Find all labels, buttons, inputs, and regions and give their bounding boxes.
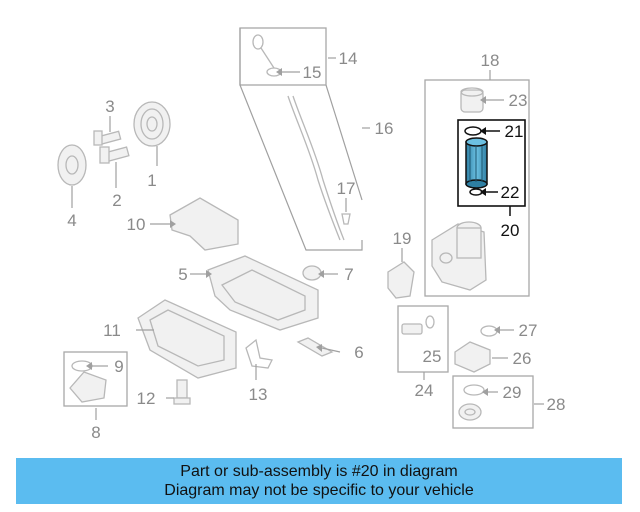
oil-filter-housing (431, 221, 487, 291)
group-box-24 (397, 305, 449, 373)
callout-23: 23 (509, 91, 528, 110)
dipstick-tube (287, 95, 341, 241)
callout-22[interactable]: 22 (501, 183, 520, 202)
callout-6: 6 (354, 343, 363, 362)
callout-9: 9 (114, 357, 123, 376)
callout-10: 10 (127, 215, 146, 234)
callout-14: 14 (339, 49, 358, 68)
callout-24: 24 (415, 381, 434, 400)
lower-oil-pan (137, 299, 237, 379)
callout-5: 5 (178, 265, 187, 284)
group-box-8 (63, 351, 128, 407)
callout-18: 18 (481, 51, 500, 70)
crankshaft-pulley (133, 101, 171, 147)
filter-housing-cap (460, 87, 484, 113)
gasket-27 (480, 325, 498, 337)
oil-filter-element[interactable] (465, 137, 488, 189)
callout-8: 8 (91, 423, 100, 442)
damper-pulley (57, 144, 87, 186)
callout-28: 28 (547, 395, 566, 414)
callout-25: 25 (423, 347, 442, 366)
upper-oil-pan (207, 255, 319, 331)
callout-2: 2 (112, 191, 121, 210)
oil-cooler (454, 341, 491, 373)
callout-12: 12 (137, 389, 156, 408)
callout-15: 15 (303, 63, 322, 82)
callout-4: 4 (67, 211, 76, 230)
seal-29 (463, 384, 485, 396)
cover-8 (69, 371, 107, 403)
callout-1: 1 (147, 171, 156, 190)
bolt-12 (173, 379, 191, 405)
callout-26: 26 (513, 349, 532, 368)
group-box-18 (424, 79, 530, 297)
group-box-20[interactable] (457, 119, 526, 207)
bolt-3 (93, 130, 122, 146)
callout-7: 7 (344, 265, 353, 284)
bracket-13 (245, 338, 273, 369)
banner-line-2: Diagram may not be specific to your vehi… (164, 482, 474, 499)
gasket-strip (296, 337, 334, 357)
callout-27: 27 (519, 321, 538, 340)
sensor-25 (401, 315, 435, 335)
clip-17 (341, 213, 351, 225)
parts-diagram: 1 2 3 4 5 6 7 8 9 10 11 12 13 14 15 16 1… (57, 27, 566, 442)
callout-16: 16 (375, 119, 394, 138)
o-ring-21[interactable] (464, 126, 482, 136)
cover-19 (387, 261, 415, 299)
oil-pan-baffle (169, 197, 239, 251)
callout-3: 3 (105, 97, 114, 116)
dipstick-tube-outline (239, 84, 363, 251)
dipstick-handle (252, 34, 282, 77)
bolt-2 (99, 146, 130, 164)
callout-21[interactable]: 21 (505, 122, 524, 141)
callout-13: 13 (249, 385, 268, 404)
info-banner: Part or sub-assembly is #20 in diagram D… (16, 458, 622, 504)
callout-29: 29 (503, 383, 522, 402)
callout-11: 11 (103, 321, 121, 340)
thermostat-28 (458, 403, 482, 421)
drain-plug (302, 265, 322, 281)
callout-19: 19 (393, 229, 412, 248)
banner-line-1: Part or sub-assembly is #20 in diagram (180, 463, 458, 480)
callout-20[interactable]: 20 (501, 221, 520, 240)
group-box-28 (452, 375, 534, 429)
callout-17: 17 (337, 179, 356, 198)
